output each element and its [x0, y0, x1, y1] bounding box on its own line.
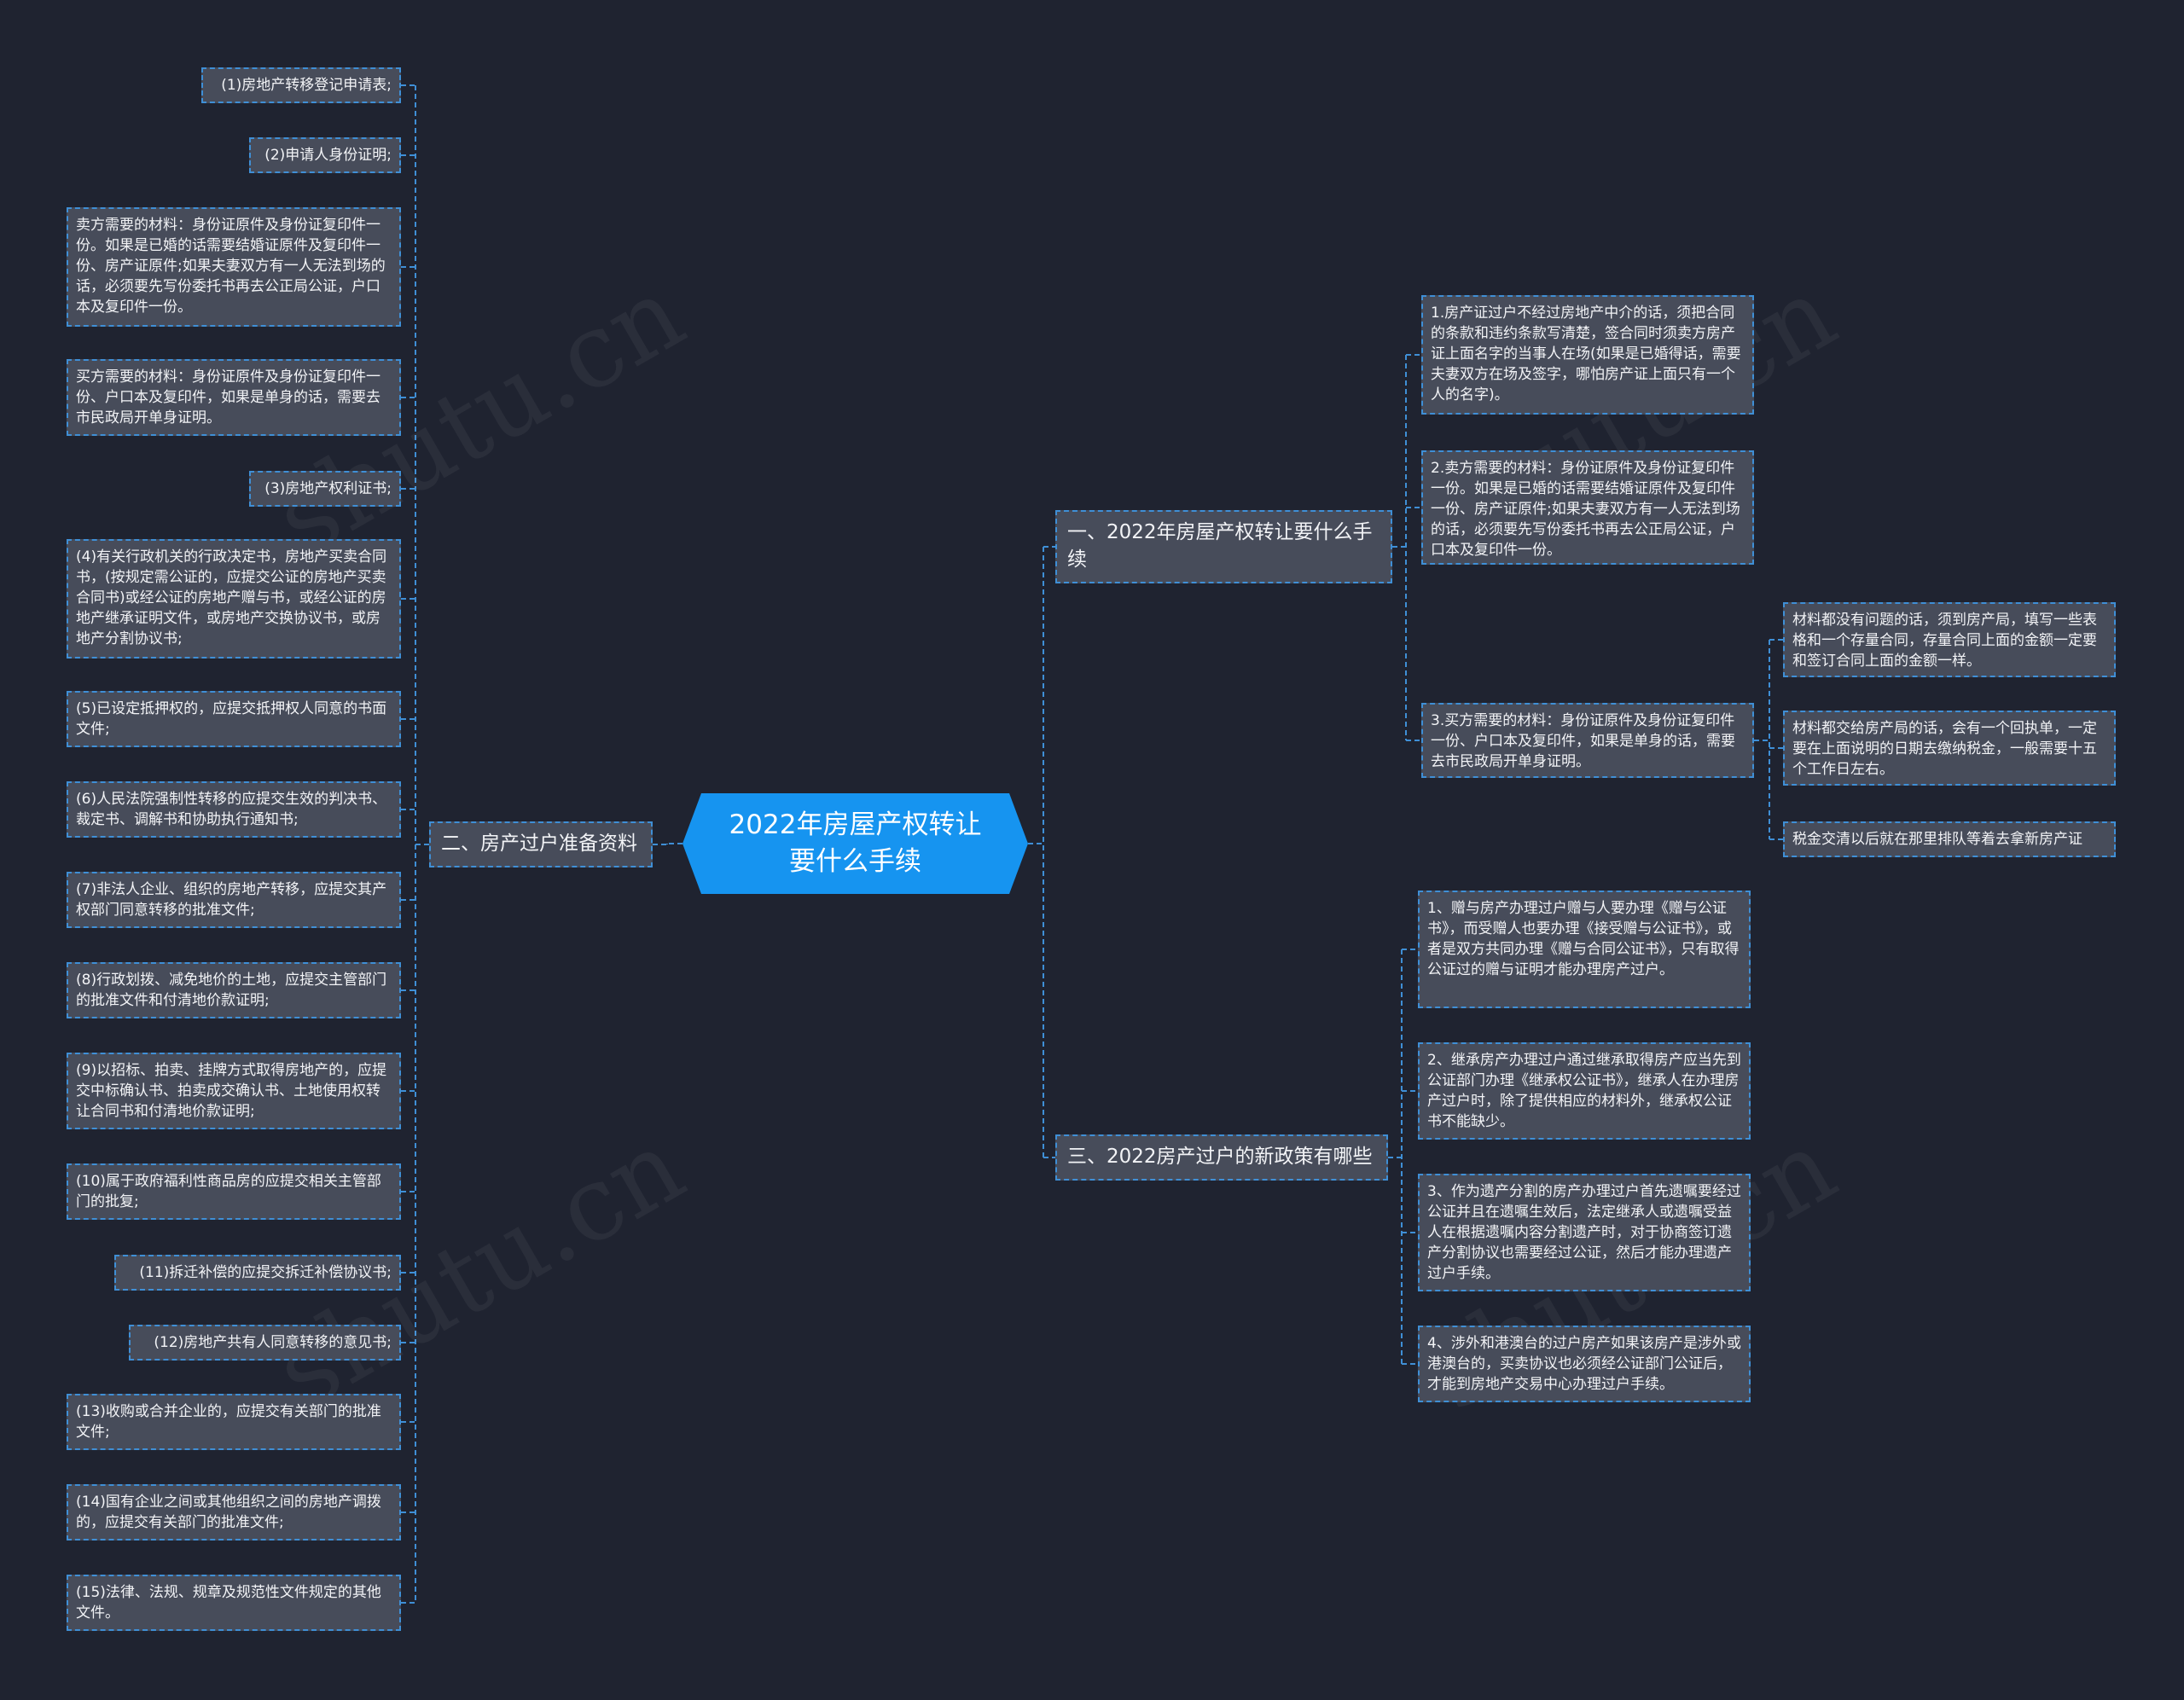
branch-three-item[interactable]: 2、继承房产办理过户通过继承取得房产应当先到公证部门办理《继承权公证书》，继承人…: [1418, 1042, 1751, 1140]
branch-one-sub-item[interactable]: 材料都没有问题的话，须到房产局，填写一些表格和一个存量合同，存量合同上面的金额一…: [1783, 602, 2116, 677]
branch-two-item[interactable]: (3)房地产权利证书;: [249, 471, 401, 507]
branch-two-item[interactable]: (8)行政划拨、减免地价的土地，应提交主管部门的批准文件和付清地价款证明;: [67, 962, 401, 1018]
branch-two-item[interactable]: (6)人民法院强制性转移的应提交生效的判决书、裁定书、调解书和协助执行通知书;: [67, 781, 401, 838]
branch-three-new-policies[interactable]: 三、2022房产过户的新政策有哪些: [1055, 1134, 1388, 1181]
branch-one-item[interactable]: 1.房产证过户不经过房地产中介的话，须把合同的条款和违约条款写清楚，签合同时须卖…: [1421, 295, 1754, 415]
branch-one-item[interactable]: 3.买方需要的材料：身份证原件及身份证复印件一份、户口本及复印件，如果是单身的话…: [1421, 703, 1754, 778]
branch-two-item[interactable]: 买方需要的材料：身份证原件及身份证复印件一份、户口本及复印件，如果是单身的话，需…: [67, 359, 401, 436]
branch-one-sub-item[interactable]: 税金交清以后就在那里排队等着去拿新房产证: [1783, 821, 2116, 857]
branch-two-item[interactable]: (7)非法人企业、组织的房地产转移，应提交其产权部门同意转移的批准文件;: [67, 872, 401, 928]
branch-one-sub-item[interactable]: 材料都交给房产局的话，会有一个回执单，一定要在上面说明的日期去缴纳税金，一般需要…: [1783, 711, 2116, 786]
branch-two-item[interactable]: 卖方需要的材料：身份证原件及身份证复印件一份。如果是已婚的话需要结婚证原件及复印…: [67, 207, 401, 327]
branch-two-item[interactable]: (12)房地产共有人同意转移的意见书;: [129, 1325, 401, 1361]
branch-two-documents[interactable]: 二、房产过户准备资料: [429, 821, 653, 867]
branch-two-item[interactable]: (1)房地产转移登记申请表;: [201, 67, 401, 103]
branch-two-item[interactable]: (4)有关行政机关的行政决定书，房地产买卖合同书，(按规定需公证的，应提交公证的…: [67, 539, 401, 659]
branch-three-item[interactable]: 1、赠与房产办理过户赠与人要办理《赠与公证书》，而受赠人也要办理《接受赠与公证书…: [1418, 891, 1751, 1008]
branch-two-item[interactable]: (15)法律、法规、规章及规范性文件规定的其他文件。: [67, 1575, 401, 1631]
root-topic[interactable]: 2022年房屋产权转让要什么手续: [682, 793, 1028, 894]
branch-three-item[interactable]: 3、作为遗产分割的房产办理过户首先遗嘱要经过公证并且在遗嘱生效后，法定继承人或遗…: [1418, 1174, 1751, 1291]
branch-one-item[interactable]: 2.卖方需要的材料：身份证原件及身份证复印件一份。如果是已婚的话需要结婚证原件及…: [1421, 450, 1754, 565]
branch-two-item[interactable]: (2)申请人身份证明;: [249, 137, 401, 173]
branch-two-item[interactable]: (5)已设定抵押权的，应提交抵押权人同意的书面文件;: [67, 691, 401, 747]
branch-two-item[interactable]: (9)以招标、拍卖、挂牌方式取得房地产的，应提交中标确认书、拍卖成交确认书、土地…: [67, 1053, 401, 1129]
branch-two-item[interactable]: (10)属于政府福利性商品房的应提交相关主管部门的批复;: [67, 1163, 401, 1220]
branch-two-item[interactable]: (14)国有企业之间或其他组织之间的房地产调拨的，应提交有关部门的批准文件;: [67, 1484, 401, 1540]
branch-three-item[interactable]: 4、涉外和港澳台的过户房产如果该房产是涉外或港澳台的，买卖协议也必须经公证部门公…: [1418, 1326, 1751, 1402]
branch-two-item[interactable]: (13)收购或合并企业的，应提交有关部门的批准文件;: [67, 1394, 401, 1450]
branch-two-item[interactable]: (11)拆迁补偿的应提交拆迁补偿协议书;: [114, 1255, 401, 1291]
branch-one-procedures[interactable]: 一、2022年房屋产权转让要什么手续: [1055, 510, 1392, 583]
